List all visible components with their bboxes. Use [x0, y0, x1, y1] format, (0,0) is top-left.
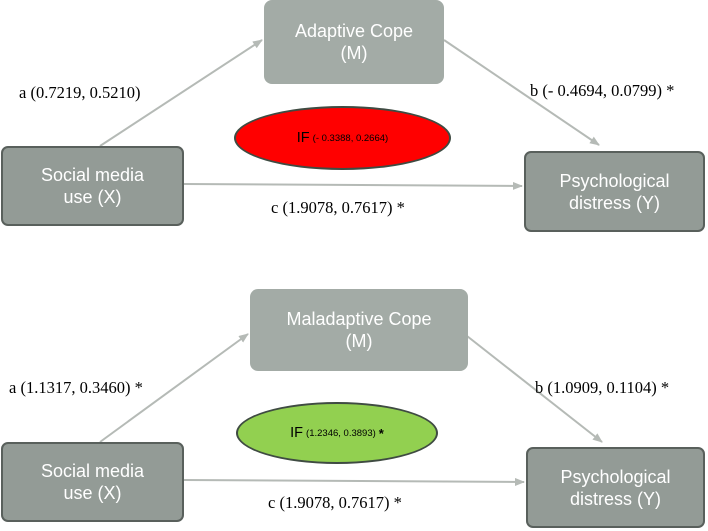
- social-media-box-model-1: Social media use (X): [1, 146, 184, 226]
- path-c-label-model-2: c (1.9078, 0.7617) *: [268, 493, 402, 512]
- if-significance-star-model-2: *: [378, 425, 384, 441]
- distress-box-model-2: Psychological distress (Y): [526, 447, 705, 528]
- path-c-arrow-model-2: [183, 477, 525, 486]
- mediator-label-model-2: Maladaptive Cope (M): [286, 309, 432, 351]
- social-media-label-model-2: Social media use (X): [40, 461, 145, 503]
- if-ci-model-2: (1.2346, 0.3893): [306, 427, 376, 439]
- path-b-label-model-1: b (- 0.4694, 0.0799) *: [530, 81, 675, 100]
- path-a-arrow-model-1: [99, 39, 263, 147]
- mediator-box-model-2: Maladaptive Cope (M): [250, 289, 468, 371]
- distress-box-model-1: Psychological distress (Y): [524, 151, 705, 232]
- path-c-arrow-model-1: [183, 181, 523, 190]
- social-media-label-model-1: Social media use (X): [40, 165, 145, 207]
- if-label-model-2: IF: [290, 425, 304, 441]
- mediator-label-model-1: Adaptive Cope (M): [294, 21, 414, 63]
- path-a-label-model-2: a (1.1317, 0.3460) *: [9, 378, 143, 397]
- if-ci-model-1: (- 0.3388, 0.2664): [312, 132, 389, 144]
- distress-label-model-1: Psychological distress (Y): [559, 170, 670, 213]
- path-c-label-model-1: c (1.9078, 0.7617) *: [271, 198, 405, 217]
- social-media-box-model-2: Social media use (X): [1, 442, 184, 522]
- path-b-label-model-2: b (1.0909, 0.1104) *: [535, 378, 670, 397]
- path-a-label-model-1: a (0.7219, 0.5210): [19, 83, 141, 102]
- path-b-arrow-model-2: [466, 335, 603, 443]
- path-b-arrow-model-1: [443, 39, 600, 146]
- index-of-mediation-ellipse-model-2: IF (1.2346, 0.3893) *: [236, 402, 438, 464]
- if-label-model-1: IF: [296, 130, 310, 146]
- path-a-arrow-model-2: [99, 333, 249, 443]
- index-of-mediation-ellipse-model-1: IF (- 0.3388, 0.2664): [234, 106, 451, 170]
- distress-label-model-2: Psychological distress (Y): [560, 466, 671, 509]
- mediator-box-model-1: Adaptive Cope (M): [264, 0, 444, 84]
